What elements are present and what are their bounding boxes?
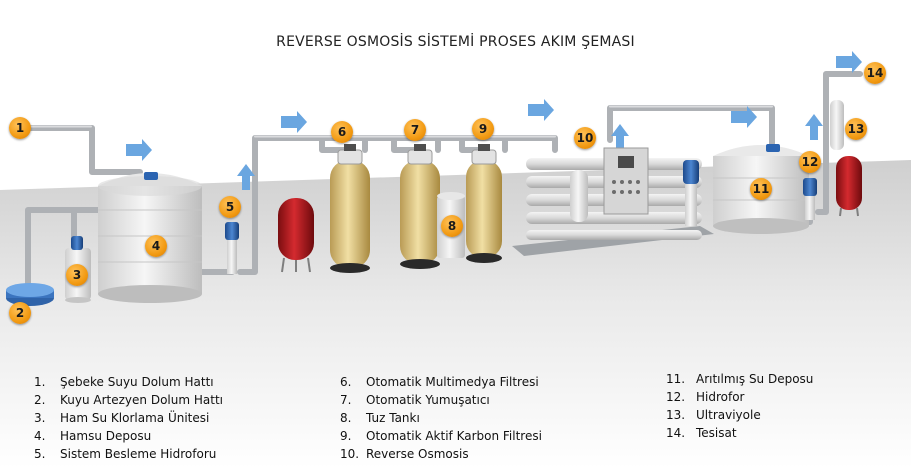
badge-12: 12 [799,151,821,173]
multimedia-filter [330,144,370,273]
badge-8: 8 [441,215,463,237]
badge-6: 6 [331,121,353,143]
diagram-title: REVERSE OSMOSİS SİSTEMİ PROSES AKIM ŞEMA… [276,34,635,50]
pressure-tank-left [278,198,314,273]
legend-item: 11.Arıtılmış Su Deposu [666,372,814,386]
badge-13: 13 [845,118,867,140]
legend-column-3: 11.Arıtılmış Su Deposu 12.Hidrofor 13.Ul… [666,370,813,442]
carbon-filter [466,144,502,263]
legend-item: 9.Otomatik Aktif Karbon Filtresi [340,429,542,443]
badge-1: 1 [9,117,31,139]
badge-4: 4 [145,235,167,257]
reverse-osmosis-unit [512,147,714,256]
badge-7: 7 [404,119,426,141]
hydrofor-pump [803,178,817,220]
legend-item: 3.Ham Su Klorlama Ünitesi [34,411,210,425]
legend-item: 4.Hamsu Deposu [34,429,152,443]
softener-filter [400,144,440,269]
treated-water-tank [713,144,809,234]
badge-14: 14 [864,62,886,84]
legend-column-2: 6.Otomatik Multimedya Filtresi 7.Otomati… [340,373,542,463]
badge-11: 11 [750,178,772,200]
badge-9: 9 [472,118,494,140]
legend-item: 14.Tesisat [666,426,737,440]
feed-pump [225,222,239,274]
raw-water-basin [6,283,54,306]
legend-item: 1.Şebeke Suyu Dolum Hattı [34,375,214,389]
flow-arrows [126,51,862,190]
badge-10: 10 [574,127,596,149]
legend-item: 12.Hidrofor [666,390,745,404]
legend-item: 7.Otomatik Yumuşatıcı [340,393,490,407]
pressure-tank-right [836,156,862,217]
legend-item: 2.Kuyu Artezyen Dolum Hattı [34,393,223,407]
legend-column-1: 1.Şebeke Suyu Dolum Hattı 2.Kuyu Artezye… [34,373,223,463]
legend-item: 8.Tuz Tankı [340,411,420,425]
legend-item: 13.Ultraviyole [666,408,761,422]
badge-2: 2 [9,302,31,324]
badge-5: 5 [219,196,241,218]
badge-3: 3 [66,264,88,286]
legend-item: 5.Sistem Besleme Hidroforu [34,447,217,461]
uv-sterilizer [830,100,844,150]
legend-item: 6.Otomatik Multimedya Filtresi [340,375,539,389]
legend-item: 10.Reverse Osmosis [340,447,469,461]
